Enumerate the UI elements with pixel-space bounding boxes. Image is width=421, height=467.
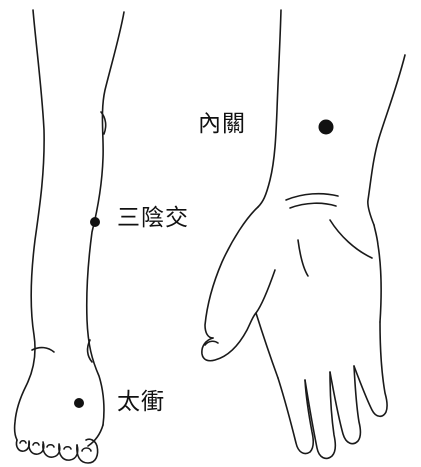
- leg-outline: [13, 9, 125, 447]
- arm-outline: [257, 9, 406, 226]
- taichong-label: 太衝: [117, 389, 165, 415]
- neiguan-label: 內關: [198, 111, 246, 137]
- taichong-point: [74, 398, 84, 408]
- sanyinjiao-label: 三陰交: [117, 205, 189, 231]
- toes: [15, 438, 99, 464]
- sanyinjiao-point: [90, 217, 100, 227]
- neiguan-point: [318, 119, 334, 135]
- hand-outline: [201, 206, 388, 460]
